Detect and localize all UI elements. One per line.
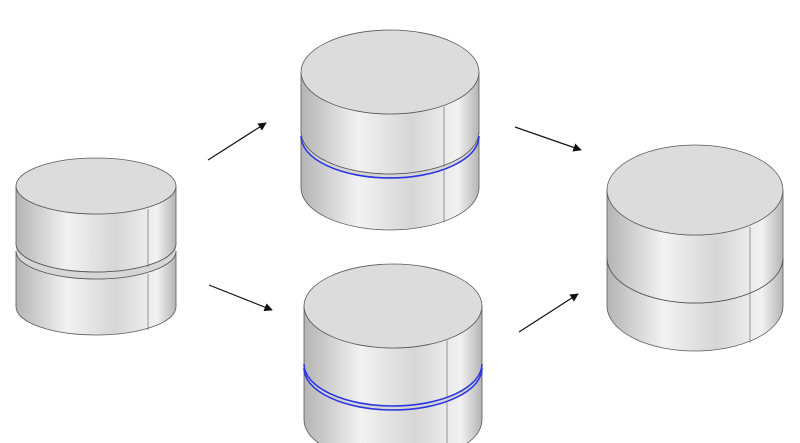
rim-upper: [15, 243, 177, 273]
top-face: [15, 157, 177, 215]
arrow-source-to-variant-bottom: [208, 284, 273, 312]
cylinder-variant-top: [300, 29, 480, 231]
top-face: [606, 144, 784, 236]
top-face: [303, 263, 483, 349]
arrows-layer: [207, 122, 582, 333]
rim-upper: [303, 363, 483, 407]
arrow-variant-bottom-to-result: [518, 293, 579, 333]
cylinder-variant-bottom: [303, 263, 483, 443]
rim-lower: [300, 135, 480, 179]
arrow-variant-top-to-result: [514, 126, 582, 152]
rim-upper: [300, 131, 480, 175]
cylinders-layer: [15, 29, 784, 443]
rim-upper: [606, 257, 784, 304]
arrow-source-to-variant-top: [207, 122, 267, 161]
top-face: [300, 29, 480, 115]
rim-lower: [303, 367, 483, 411]
cylinder-result: [606, 144, 784, 352]
rim-lower: [15, 250, 177, 280]
cylinder-source: [15, 157, 177, 336]
gap-band: [16, 244, 176, 279]
